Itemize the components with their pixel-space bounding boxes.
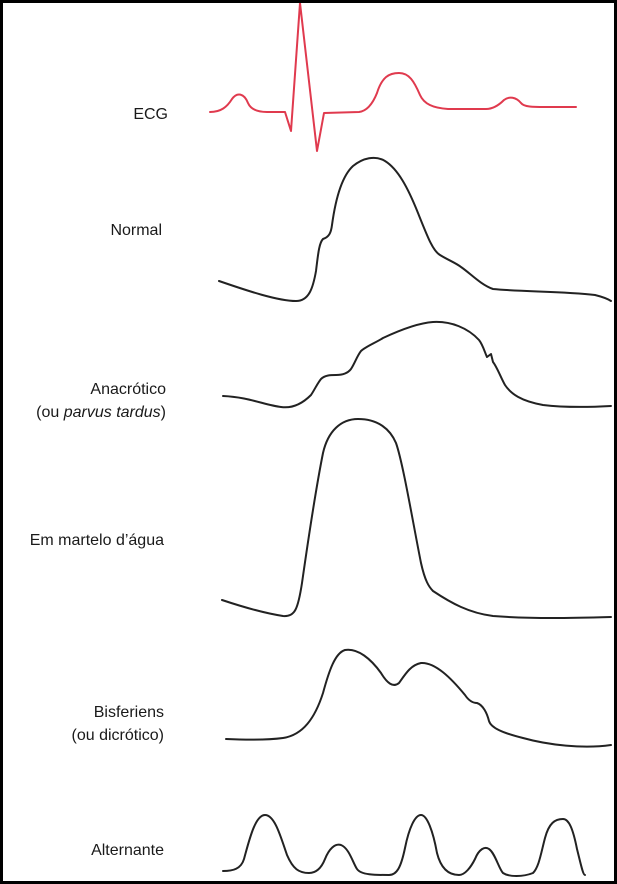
anacrotic-pulse-wave — [222, 320, 612, 409]
water-hammer-pulse-wave — [221, 418, 612, 619]
label-bisferiens-line1: Bisferiens — [93, 704, 164, 721]
label-bisferiens-line2: (ou dicrótico) — [71, 727, 164, 744]
label-normal: Normal — [110, 222, 162, 239]
alternans-pulse-wave — [222, 814, 586, 877]
label-anacrotic: Anacrótico (ou parvus tardus) — [36, 378, 166, 424]
label-ecg: ECG — [133, 106, 168, 123]
waveforms-canvas — [209, 3, 612, 877]
label-anacrotic-line2: (ou parvus tardus) — [36, 404, 166, 421]
label-alternans: Alternante — [91, 842, 164, 859]
label-bisferiens: Bisferiens (ou dicrótico) — [72, 701, 164, 747]
bisferiens-pulse-wave — [225, 648, 612, 748]
label-water-hammer: Em martelo d’água — [29, 532, 164, 549]
normal-pulse-wave — [218, 156, 612, 302]
ecg-trace — [209, 3, 577, 152]
label-anacrotic-line1: Anacrótico — [90, 381, 166, 398]
